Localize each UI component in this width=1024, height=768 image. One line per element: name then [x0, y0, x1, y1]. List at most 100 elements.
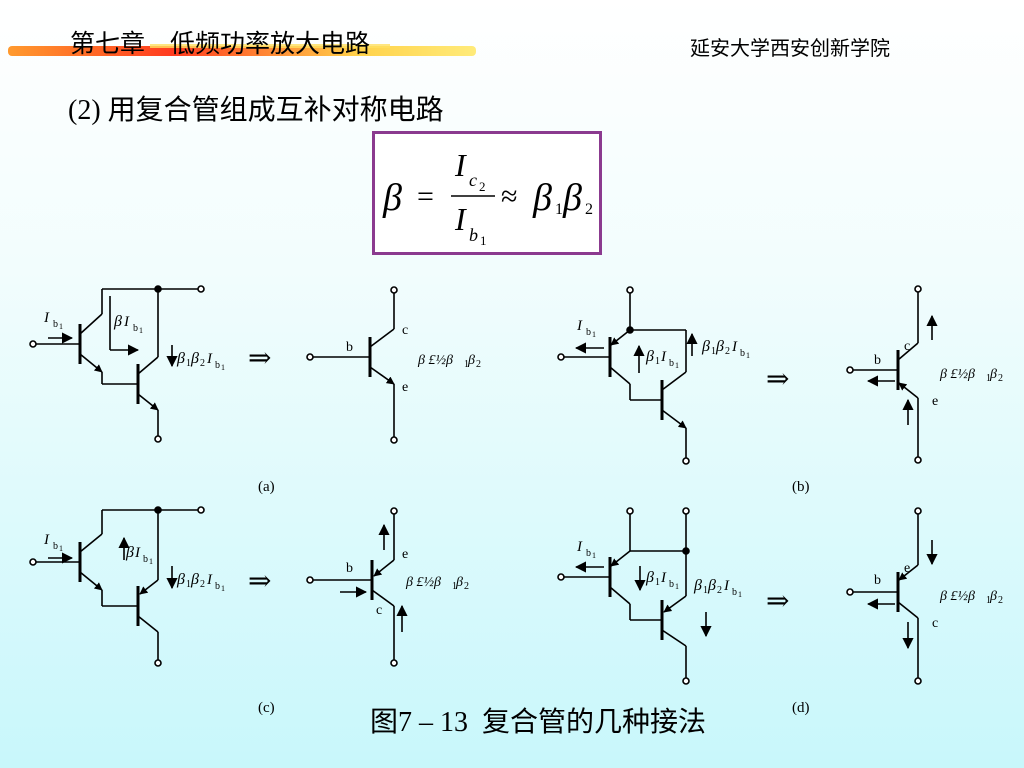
- svg-text:I: I: [123, 314, 130, 330]
- svg-text:1: 1: [186, 579, 191, 590]
- label-b-beta1beta2-ib1: β: [701, 338, 710, 355]
- svg-text:b: b: [215, 360, 220, 371]
- panel-label-c: (c): [258, 700, 275, 716]
- svg-text:β: β: [989, 589, 997, 604]
- svg-text:1: 1: [655, 577, 660, 588]
- svg-text:2: 2: [998, 373, 1003, 384]
- svg-text:b: b: [669, 358, 674, 369]
- equiv-d-emitter: e: [904, 561, 910, 576]
- svg-text:1: 1: [464, 359, 469, 370]
- formula-rhs-beta2: β: [562, 177, 582, 219]
- svg-text:1: 1: [746, 351, 750, 360]
- svg-text:1: 1: [221, 584, 225, 593]
- svg-text:2: 2: [476, 359, 481, 370]
- svg-text:β: β: [989, 367, 997, 382]
- svg-text:b: b: [215, 581, 220, 592]
- formula-approx: ≈: [501, 180, 517, 213]
- formula-numerator: I: [454, 147, 467, 183]
- svg-text:I: I: [206, 351, 213, 367]
- implies-d: ⇒: [766, 586, 789, 617]
- equiv-c-beta: β £½β: [405, 575, 441, 590]
- svg-text:1: 1: [675, 582, 679, 591]
- svg-text:1: 1: [221, 363, 225, 372]
- circuit-c-npn-pnp: [29, 506, 205, 667]
- equiv-c-collector: c: [376, 603, 382, 618]
- svg-text:2: 2: [464, 581, 469, 592]
- svg-text:b: b: [669, 579, 674, 590]
- equivalent-b-pnp: [846, 285, 938, 464]
- equiv-b-base: b: [874, 353, 881, 368]
- beta-formula: β = I c 2 I b 1 ≈ β 1 β 2: [382, 147, 593, 248]
- svg-text:I: I: [134, 545, 141, 561]
- equiv-a-base: b: [346, 340, 353, 355]
- label-d-beta1-ib1: β: [645, 569, 654, 586]
- label-a-beta1beta2-ib1: β: [176, 350, 185, 367]
- svg-text:2: 2: [200, 358, 205, 369]
- equiv-a-emitter: e: [402, 380, 408, 395]
- svg-text:b: b: [53, 319, 58, 330]
- svg-text:1: 1: [986, 373, 991, 384]
- equivalent-d-pnp: [846, 507, 938, 685]
- svg-text:2: 2: [998, 595, 1003, 606]
- figure-caption: 图7 – 13 复合管的几种接法: [370, 707, 707, 738]
- panel-label-b: (b): [792, 479, 810, 495]
- formula-denominator-subsub: 1: [480, 233, 487, 248]
- svg-text:1: 1: [139, 326, 143, 335]
- section-heading: (2) 用复合管组成互补对称电路: [68, 95, 444, 126]
- svg-text:1: 1: [149, 557, 153, 566]
- equiv-b-beta: β £½β: [939, 367, 975, 382]
- equiv-c-emitter: e: [402, 547, 408, 562]
- svg-text:1: 1: [738, 590, 742, 599]
- circuit-d-pnp-npn: [557, 507, 712, 685]
- svg-text:1: 1: [675, 361, 679, 370]
- equiv-a-collector: c: [402, 323, 408, 338]
- svg-text:I: I: [731, 339, 738, 355]
- label-c-ib1: I: [43, 532, 50, 548]
- svg-text:b: b: [740, 348, 745, 359]
- svg-text:β: β: [455, 575, 463, 590]
- svg-text:1: 1: [592, 330, 596, 339]
- label-c-beta1beta2-ib1: β: [176, 571, 185, 588]
- equiv-d-beta: β £½β: [939, 589, 975, 604]
- label-c-beta-ib1: β: [125, 544, 134, 561]
- formula-numerator-sub: c: [469, 170, 477, 190]
- svg-text:2: 2: [725, 346, 730, 357]
- svg-text:I: I: [723, 578, 730, 594]
- svg-text:1: 1: [703, 585, 708, 596]
- label-b-beta1-ib1: β: [645, 348, 654, 365]
- label-d-ib1: I: [576, 539, 583, 555]
- formula-rhs-sub2: 2: [585, 201, 593, 218]
- equivalent-a-npn: [306, 286, 398, 444]
- equiv-b-emitter: e: [932, 394, 938, 409]
- svg-text:2: 2: [717, 585, 722, 596]
- svg-text:2: 2: [200, 579, 205, 590]
- svg-text:b: b: [133, 323, 138, 334]
- label-d-beta1beta2-ib1: β: [693, 577, 702, 594]
- implies-a: ⇒: [248, 343, 271, 374]
- svg-text:β: β: [190, 571, 199, 588]
- svg-text:1: 1: [452, 581, 457, 592]
- svg-text:b: b: [586, 548, 591, 559]
- formula-box: β = I c 2 I b 1 ≈ β 1 β 2: [372, 131, 602, 255]
- svg-text:I: I: [660, 349, 667, 365]
- equiv-a-beta: β £½β: [417, 353, 453, 368]
- svg-text:β: β: [467, 353, 475, 368]
- formula-equals: =: [417, 180, 434, 213]
- label-b-ib1: I: [576, 318, 583, 334]
- svg-text:1: 1: [655, 356, 660, 367]
- institution-name: 延安大学西安创新学院: [690, 38, 890, 60]
- svg-text:1: 1: [592, 551, 596, 560]
- svg-text:b: b: [143, 554, 148, 565]
- implies-c: ⇒: [248, 566, 271, 597]
- svg-text:1: 1: [186, 358, 191, 369]
- equiv-c-base: b: [346, 561, 353, 576]
- circuit-b-complementary-pnp: [557, 286, 698, 465]
- svg-text:1: 1: [711, 346, 716, 357]
- formula-numerator-subsub: 2: [479, 179, 486, 194]
- formula-denominator: I: [454, 201, 467, 237]
- svg-text:β: β: [715, 338, 724, 355]
- svg-text:1: 1: [59, 322, 63, 331]
- label-a-ib1: I: [43, 310, 50, 326]
- equiv-b-collector: c: [904, 339, 910, 354]
